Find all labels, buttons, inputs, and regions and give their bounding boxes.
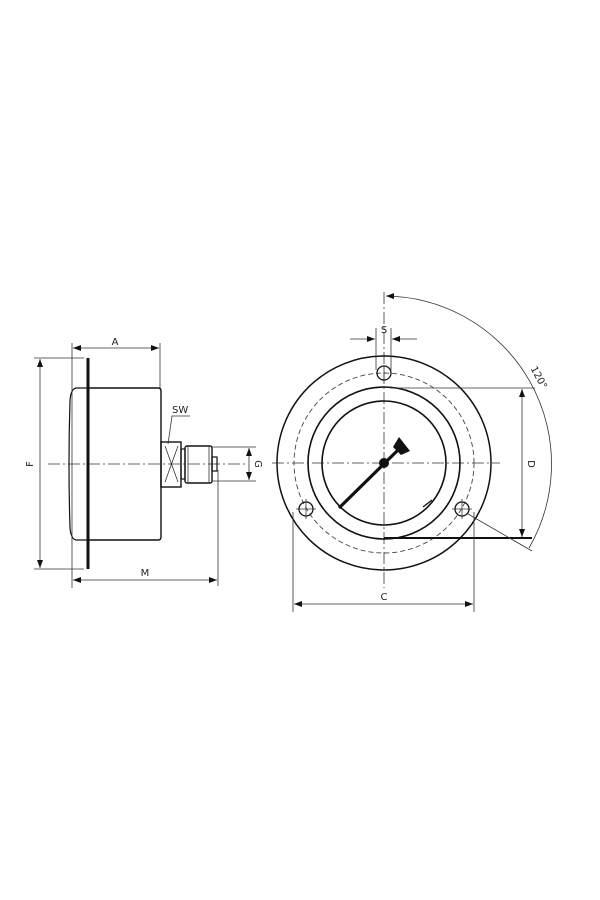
sw-leader-line [167,415,190,445]
dimension-m-label: M [141,568,150,579]
bolt-circle [293,372,475,554]
dimension-a-label: A [112,337,119,348]
dimension-g-label: G [252,460,263,468]
threaded-connection [184,445,218,484]
gauge-needle [337,437,410,510]
hex-fitting [160,441,186,488]
dimension-c-label: C [381,592,388,603]
front-view: S D 120° C [272,292,552,612]
outer-flange-circle [276,355,492,571]
dimension-sw-label: SW [172,405,188,416]
dimension-d-label: D [525,460,536,468]
angle-arc [385,293,552,549]
side-view: A F SW G M [25,337,263,588]
zero-stop-mark [422,499,433,508]
angle-label: 120° [528,365,549,391]
bolt-holes [296,365,472,519]
dimension-f-label: F [25,461,36,467]
dial-circle [321,400,447,526]
dimension-s-label: S [381,325,387,336]
